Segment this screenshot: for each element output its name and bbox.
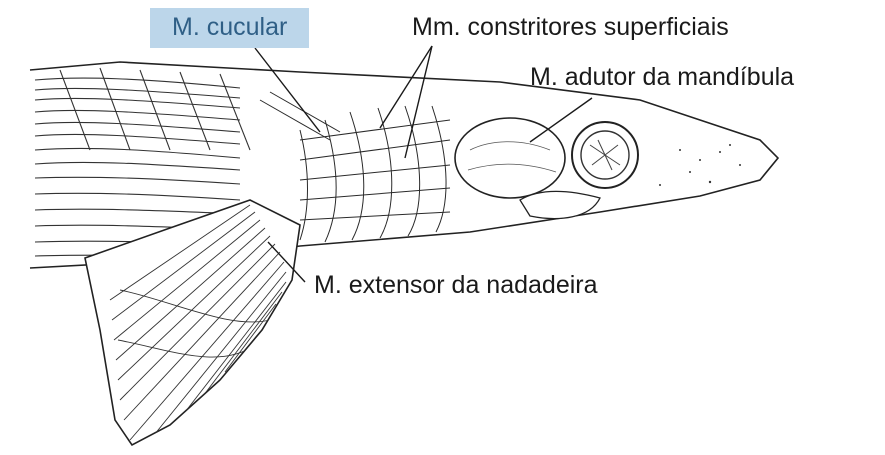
- pectoral-fin: [85, 200, 300, 445]
- label-extensor-nadadeira: M. extensor da nadadeira: [314, 270, 598, 300]
- adductor-muscle: [455, 118, 565, 198]
- label-adutor-mandibula: M. adutor da mandíbula: [530, 62, 794, 92]
- snout-texture: [659, 144, 741, 186]
- label-constritores-superficiais: Mm. constritores superficiais: [412, 12, 729, 42]
- label-m-cucular: M. cucular: [150, 8, 309, 48]
